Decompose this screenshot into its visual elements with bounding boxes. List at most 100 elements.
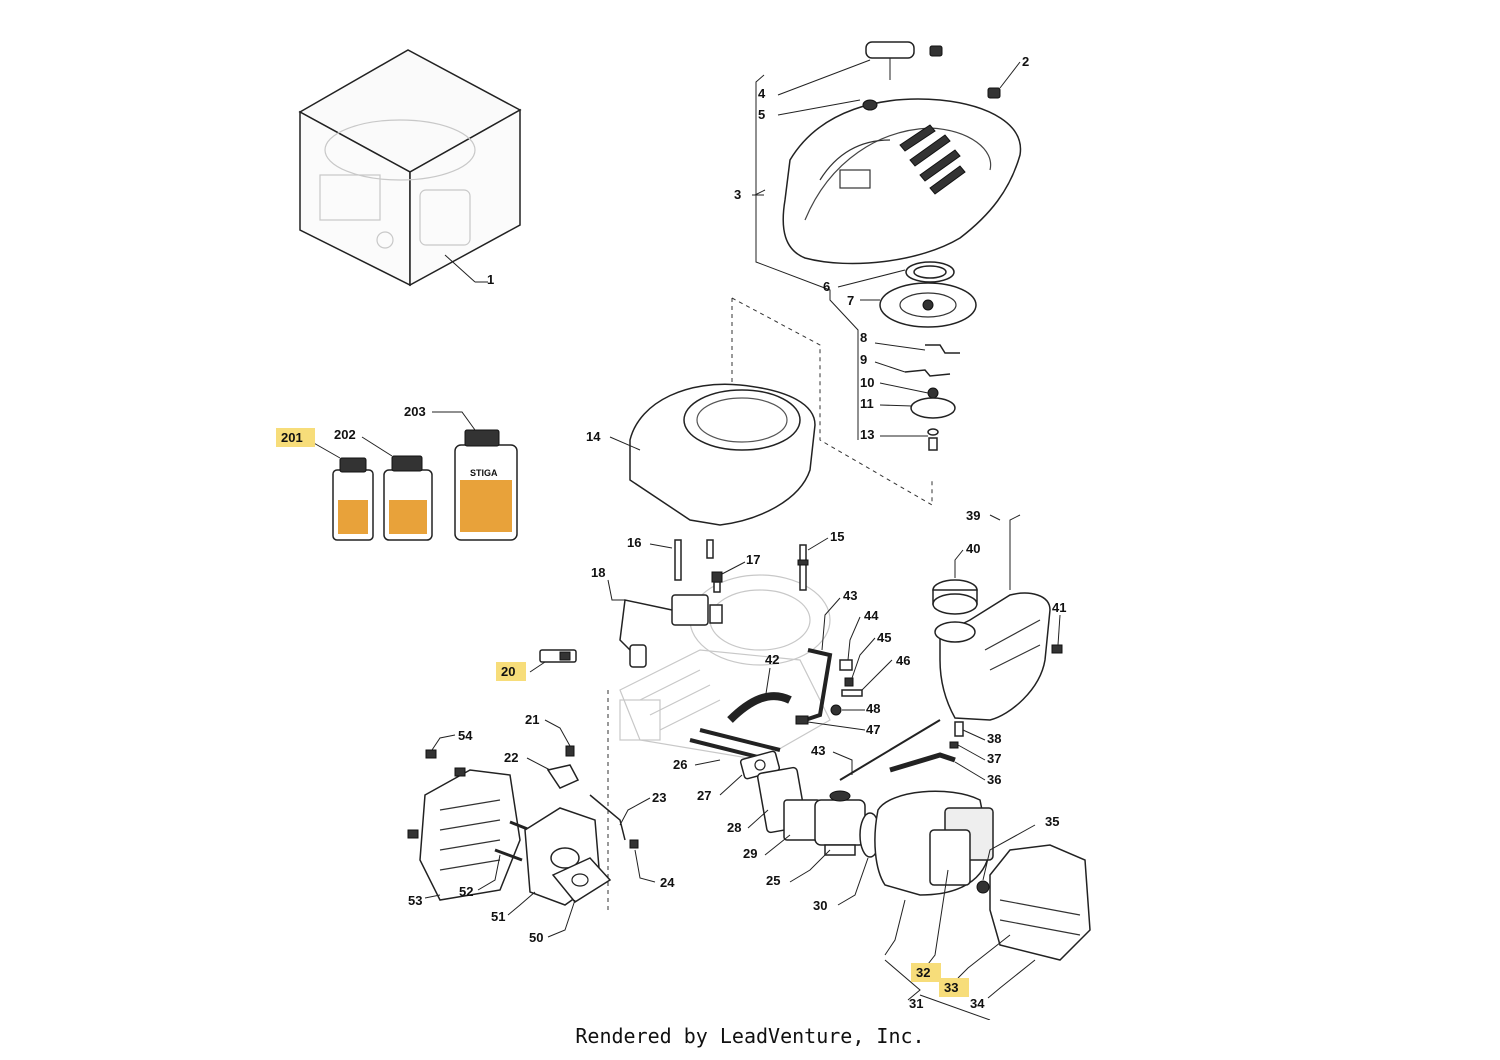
- fuel-line-part-36[interactable]: [889, 752, 956, 773]
- callout-c5[interactable]: 5: [758, 107, 765, 122]
- screw-part-46[interactable]: [841, 689, 863, 697]
- callout-c35[interactable]: 35: [1045, 814, 1059, 829]
- callout-c202[interactable]: 202: [334, 427, 356, 442]
- oil-bottle-part-203[interactable]: STIGA: [454, 429, 518, 541]
- carburetor-part-25[interactable]: [814, 790, 866, 856]
- heat-shield-part-53[interactable]: [419, 769, 521, 901]
- callout-c22[interactable]: 22: [504, 750, 518, 765]
- pre-filter-part-33[interactable]: [929, 829, 971, 886]
- callout-c7[interactable]: 7: [847, 293, 854, 308]
- callout-c6[interactable]: 6: [823, 279, 830, 294]
- pawl-spring-part-9[interactable]: [904, 369, 951, 377]
- fuel-tank-part-39[interactable]: [934, 592, 1051, 721]
- stud-part-15[interactable]: [797, 544, 809, 591]
- callout-c40[interactable]: 40: [966, 541, 980, 556]
- friction-plate-part-11[interactable]: [910, 397, 956, 419]
- spark-plug-part-20[interactable]: [539, 649, 577, 663]
- callout-c36[interactable]: 36: [987, 772, 1001, 787]
- engine-box-part-1[interactable]: [298, 49, 522, 287]
- callout-c25[interactable]: 25: [766, 873, 780, 888]
- callout-c13[interactable]: 13: [860, 427, 874, 442]
- callout-c8[interactable]: 8: [860, 330, 867, 345]
- callout-c48[interactable]: 48: [866, 701, 880, 716]
- callout-c10[interactable]: 10: [860, 375, 874, 390]
- oil-bottle-part-202[interactable]: [383, 455, 433, 541]
- callout-c45[interactable]: 45: [877, 630, 891, 645]
- callout-c201[interactable]: 201: [276, 428, 315, 447]
- callout-c18[interactable]: 18: [591, 565, 605, 580]
- callout-c52[interactable]: 52: [459, 884, 473, 899]
- callout-c29[interactable]: 29: [743, 846, 757, 861]
- ignition-coil-part-18[interactable]: [619, 594, 723, 668]
- callout-c11[interactable]: 11: [860, 396, 874, 411]
- washer-part-48[interactable]: [830, 704, 842, 716]
- callout-c31[interactable]: 31: [909, 996, 923, 1011]
- guard-part-22[interactable]: [546, 764, 580, 789]
- screw-part-21[interactable]: [565, 745, 575, 757]
- fitting-part-38[interactable]: [954, 721, 964, 737]
- stud-part-16[interactable]: [674, 539, 714, 581]
- starter-handle-part-4[interactable]: [865, 41, 915, 80]
- callout-c39[interactable]: 39: [966, 508, 980, 523]
- callout-c42[interactable]: 42: [765, 652, 779, 667]
- callout-c3[interactable]: 3: [734, 187, 741, 202]
- recoil-cover-part-3[interactable]: [782, 98, 1022, 265]
- callout-c23[interactable]: 23: [652, 790, 666, 805]
- callout-c33[interactable]: 33: [939, 978, 969, 997]
- starter-pulley-part-7[interactable]: [879, 282, 977, 328]
- clip-part-44[interactable]: [839, 659, 853, 671]
- starter-spring-part-6[interactable]: [905, 261, 955, 283]
- screw-part-47[interactable]: [795, 715, 809, 725]
- callout-c21[interactable]: 21: [525, 712, 539, 727]
- callout-c2[interactable]: 2: [1022, 54, 1029, 69]
- callout-c9[interactable]: 9: [860, 352, 867, 367]
- screw-part-24[interactable]: [629, 839, 639, 849]
- callout-c43b[interactable]: 43: [811, 743, 825, 758]
- grommet-part-5[interactable]: [862, 99, 878, 111]
- callout-c15[interactable]: 15: [830, 529, 844, 544]
- spark-arrestor-part-23[interactable]: [589, 794, 626, 841]
- callout-c54[interactable]: 54: [458, 728, 473, 743]
- nut-part-2[interactable]: [929, 45, 1001, 99]
- cover-knob-part-35[interactable]: [976, 880, 990, 894]
- callout-c17[interactable]: 17: [746, 552, 760, 567]
- intake-pipe-part-42[interactable]: [727, 692, 792, 723]
- callout-c30[interactable]: 30: [813, 898, 827, 913]
- bolt-part-41[interactable]: [1051, 644, 1063, 654]
- callout-c14[interactable]: 14: [586, 429, 601, 444]
- callout-c1[interactable]: 1: [487, 272, 494, 287]
- callout-c47[interactable]: 47: [866, 722, 880, 737]
- callout-c34[interactable]: 34: [970, 996, 985, 1011]
- callout-c37[interactable]: 37: [987, 751, 1001, 766]
- callout-c203[interactable]: 203: [404, 404, 426, 419]
- callout-c50[interactable]: 50: [529, 930, 543, 945]
- clamp-part-37[interactable]: [949, 741, 959, 749]
- washer-bolt-part-13[interactable]: [927, 428, 939, 451]
- callout-c38[interactable]: 38: [987, 731, 1001, 746]
- screw-part-54[interactable]: [407, 749, 466, 839]
- callout-c16[interactable]: 16: [627, 535, 641, 550]
- bolt-part-17[interactable]: [711, 571, 723, 593]
- callout-c4[interactable]: 4: [758, 86, 766, 101]
- callout-c41[interactable]: 41: [1052, 600, 1066, 615]
- pawl-part-8[interactable]: [925, 344, 960, 354]
- callout-c20[interactable]: 20: [496, 662, 526, 681]
- muffler-gasket-part-50[interactable]: [551, 857, 612, 903]
- callout-c46[interactable]: 46: [896, 653, 910, 668]
- callout-c44[interactable]: 44: [864, 608, 879, 623]
- air-filter-cover-part-34[interactable]: [989, 844, 1091, 961]
- fuel-cap-part-40[interactable]: [932, 579, 978, 615]
- callout-c26[interactable]: 26: [673, 757, 687, 772]
- callout-c27[interactable]: 27: [697, 788, 711, 803]
- throttle-rod-part-43[interactable]: [839, 719, 941, 781]
- callout-c51[interactable]: 51: [491, 909, 505, 924]
- control-bracket-part-43[interactable]: [804, 648, 833, 722]
- callout-c28[interactable]: 28: [727, 820, 741, 835]
- callout-c32[interactable]: 32: [911, 963, 941, 982]
- callout-c24[interactable]: 24: [660, 875, 675, 890]
- screw-part-10[interactable]: [927, 387, 939, 399]
- callout-c43a[interactable]: 43: [843, 588, 857, 603]
- oil-bottle-part-201[interactable]: [332, 457, 374, 541]
- callout-c53[interactable]: 53: [408, 893, 422, 908]
- blower-housing-part-14[interactable]: [629, 383, 816, 526]
